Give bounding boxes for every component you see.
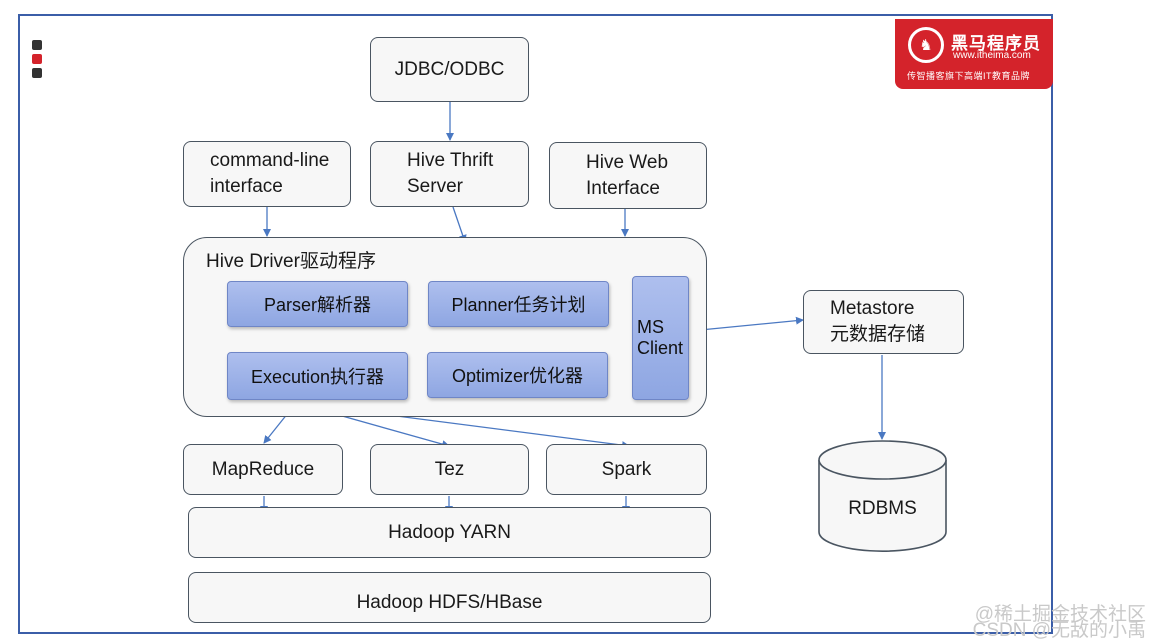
jdbc-odbc-label: JDBC/ODBC [394,58,505,80]
mapreduce-label: MapReduce [211,458,315,480]
logo-name: 黑马程序员 [951,34,1041,53]
hadoop-yarn-box: Hadoop YARN [188,507,711,558]
execution-module: Execution执行器 [227,352,408,400]
parser-label: Parser解析器 [263,295,371,315]
itheima-logo: ♞ 黑马程序员 www.itheima.com 传智播客旗下高端IT教育品牌 [895,19,1053,89]
command-line-interface-box: command-line interface [183,141,351,207]
logo-tagline: 传智播客旗下高端IT教育品牌 [907,71,1030,81]
arrow-msclient-metastore [689,316,804,332]
thrift-label-line1: Hive Thrift [407,150,494,171]
cli-label-line1: command-line [210,150,330,171]
tez-label: Tez [434,458,465,480]
hive-web-interface-box: Hive Web Interface [549,142,707,209]
cli-label-line2: interface [210,176,283,197]
rdbms-database: RDBMS [818,440,947,552]
metastore-label-line1: Metastore [830,298,915,319]
slide-marker-middle [32,54,42,64]
jdbc-odbc-box: JDBC/ODBC [370,37,529,102]
watermark-line2: CSDN @无敌的小禹 [972,620,1146,641]
rdbms-label: RDBMS [848,498,917,519]
logo-url: www.itheima.com [953,50,1031,61]
spark-label: Spark [601,458,652,480]
tez-box: Tez [370,444,529,495]
hadoop-yarn-label: Hadoop YARN [388,521,511,543]
planner-label: Planner任务计划 [451,295,586,315]
thrift-label-line2: Server [407,176,463,197]
ms-client-module: MS Client [632,276,689,400]
slide-marker-top [32,40,42,50]
optimizer-module: Optimizer优化器 [427,352,608,398]
watermark-line1: @稀土掘金技术社区 [974,604,1146,625]
metastore-box: Metastore 元数据存储 [803,290,964,354]
hadoop-hdfs-label: Hadoop HDFS/HBase [356,591,543,613]
hive-thrift-server-box: Hive Thrift Server [370,141,529,207]
parser-module: Parser解析器 [227,281,408,327]
metastore-label-line2: 元数据存储 [830,324,926,345]
web-label-line2: Interface [586,177,660,199]
execution-label: Execution执行器 [250,367,385,387]
ms-client-line2: Client [637,338,684,358]
web-label-line1: Hive Web [586,151,669,173]
mapreduce-box: MapReduce [183,444,343,495]
hadoop-hdfs-hbase-box: Hadoop HDFS/HBase [188,572,711,623]
arrow-thrift-driver [452,206,467,243]
hive-driver-title: Hive Driver驱动程序 [206,251,376,272]
spark-box: Spark [546,444,707,495]
horse-icon: ♞ [908,27,944,63]
slide-marker-bottom [32,68,42,78]
planner-module: Planner任务计划 [428,281,609,327]
optimizer-label: Optimizer优化器 [451,366,583,386]
ms-client-line1: MS [637,317,664,337]
